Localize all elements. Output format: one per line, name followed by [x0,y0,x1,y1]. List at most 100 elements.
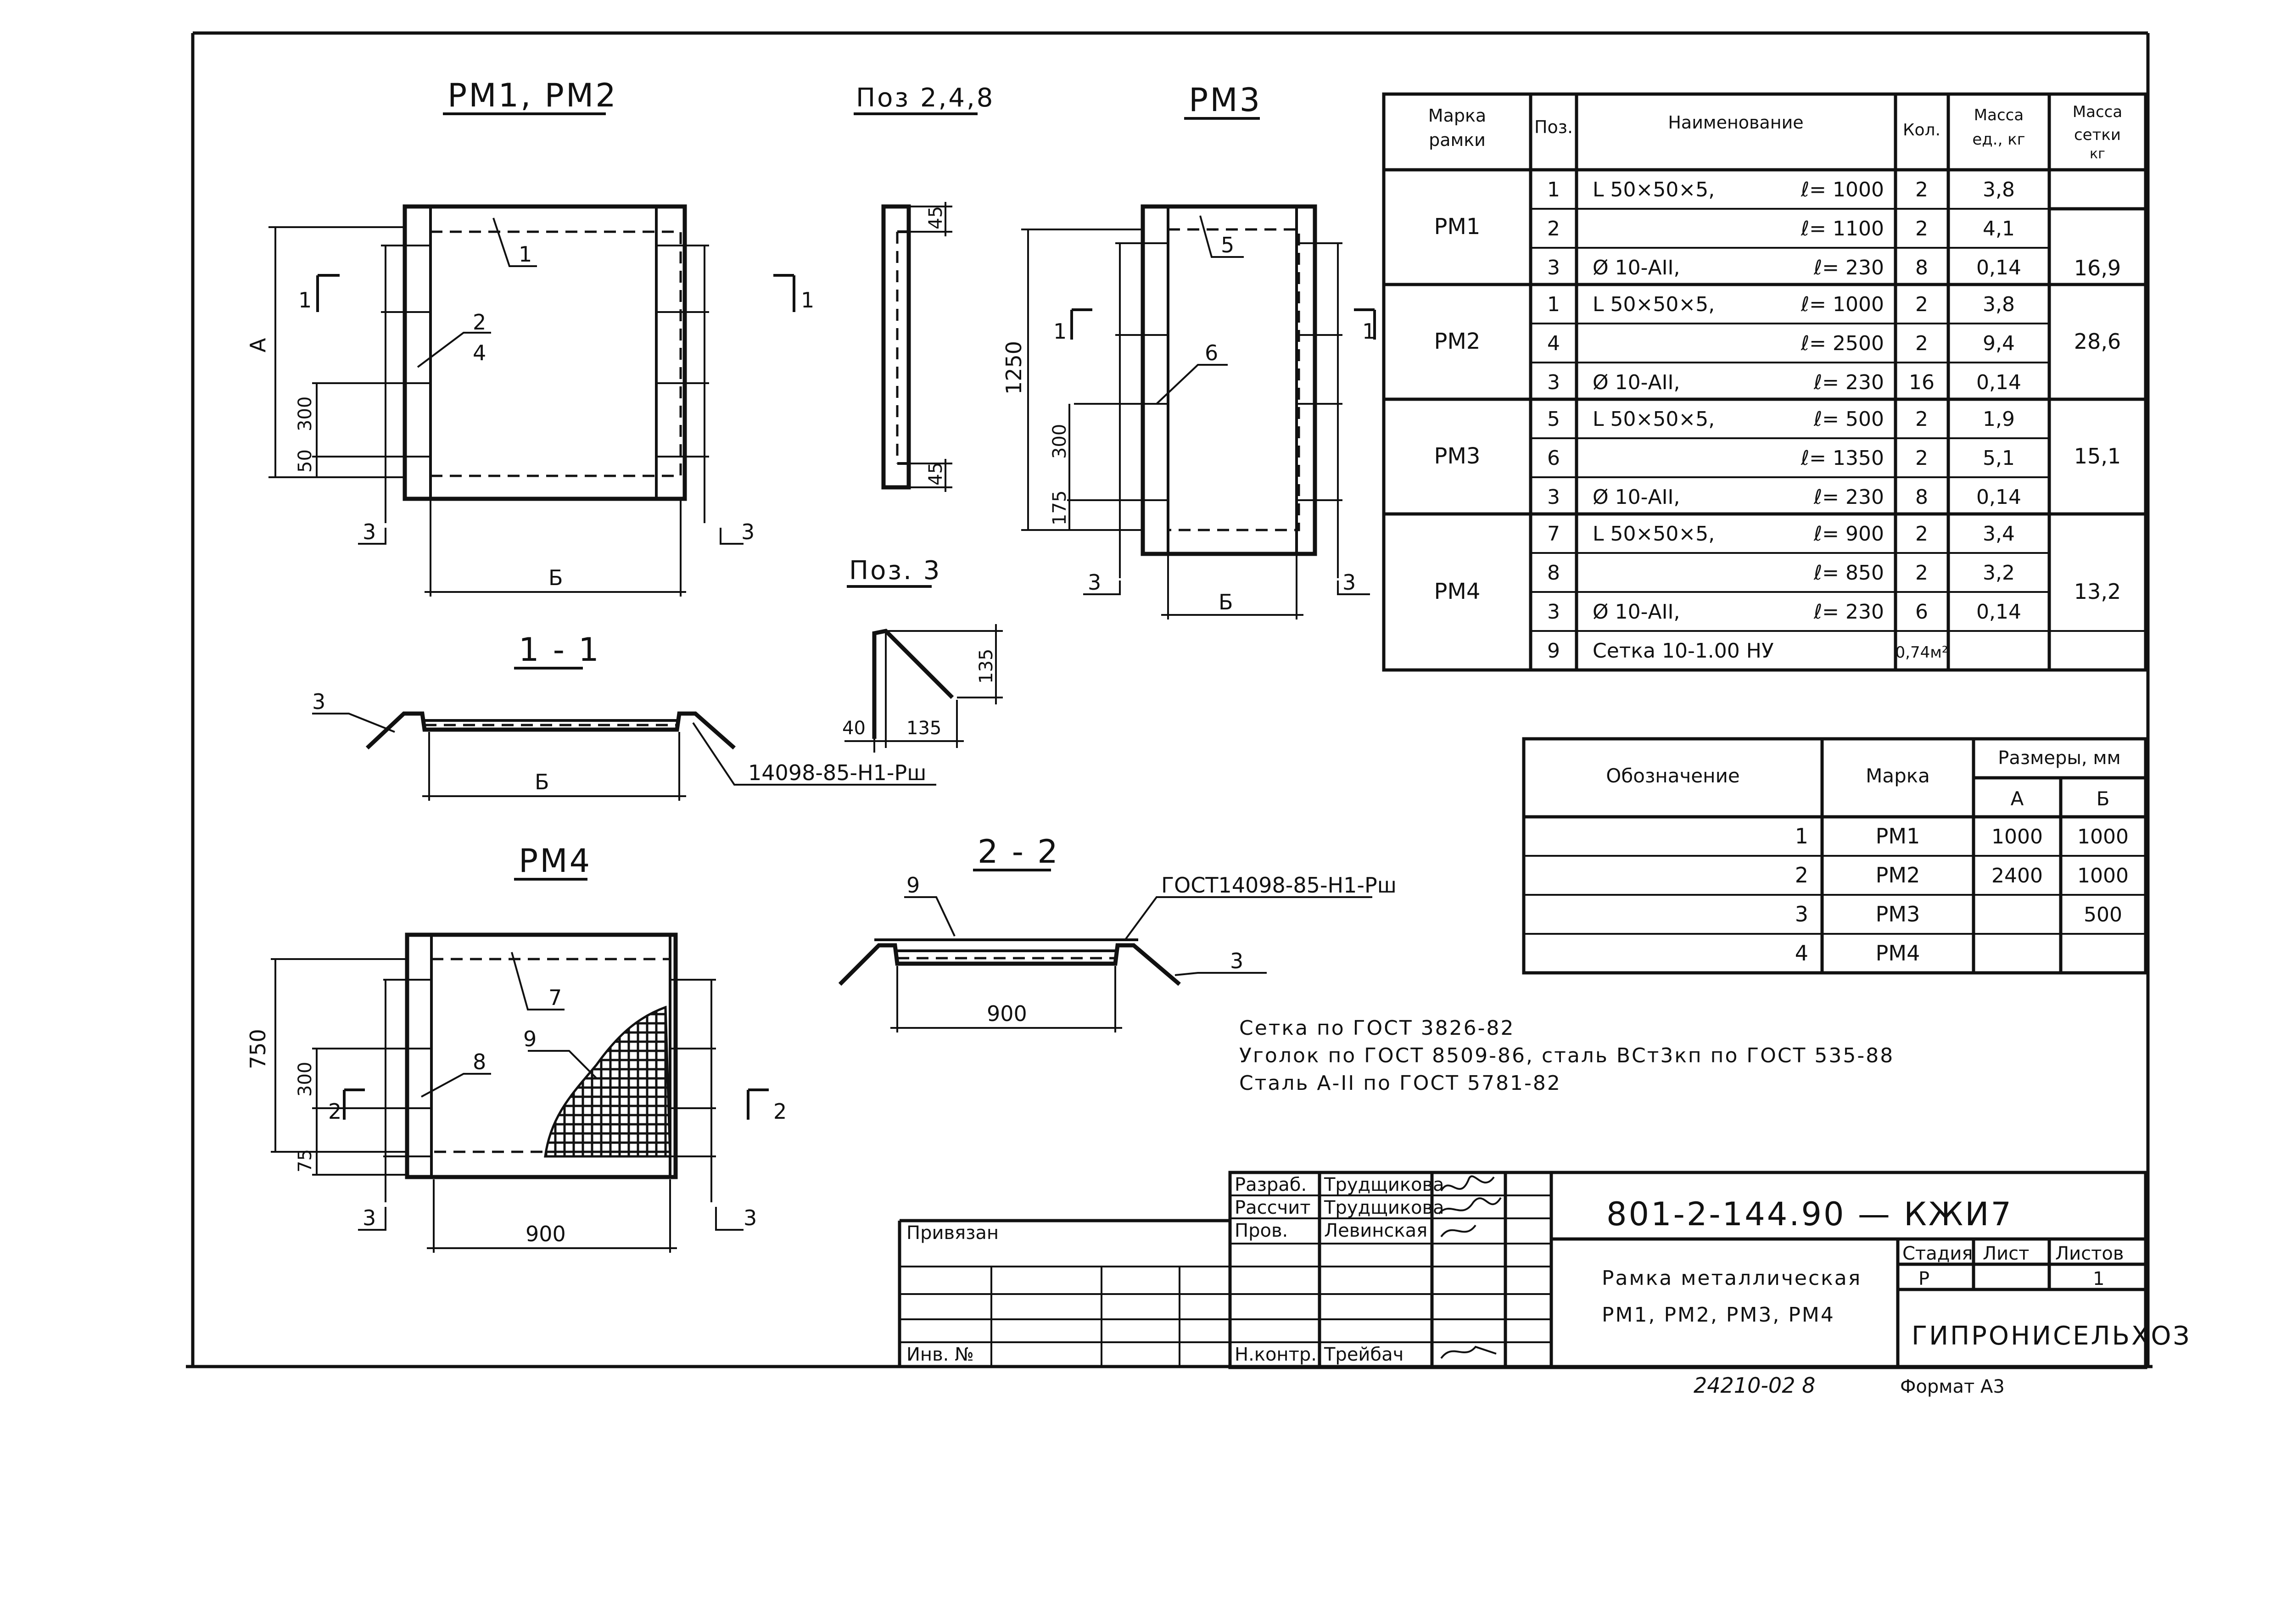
spec-name: L 50×50×5, [1593,293,1715,316]
size-header-designation: Обозначение [1606,765,1739,787]
spec-unit-mass: 1,9 [1983,407,2015,431]
pos-3-label-left: 3 [363,519,376,544]
dim-1250: 1250 [1001,341,1026,395]
spec-length: ℓ= 500 [1813,407,1884,431]
spec-unit-mass: 0,14 [1976,371,2021,394]
pos-9-label: 9 [523,1027,537,1051]
spec-name: L 50×50×5, [1593,522,1715,546]
spec-pos: 8 [1547,561,1560,585]
spec-pos: 3 [1547,256,1560,279]
view-title-rm3: РМ3 [1189,81,1262,119]
spec-pos: 6 [1547,446,1560,470]
dim-300-rm12: 300 [295,396,316,431]
dim-300-rm4: 300 [295,1062,316,1097]
view-poz-3: Поз. 3 40 135 135 [842,556,1003,753]
pos-3-label-section22: 3 [1230,949,1243,973]
stage-header: Стадия [1902,1243,1973,1264]
view-poz-2-4-8: Поз 2,4,8 45 45 [854,83,995,492]
section-1-1: 1 - 1 Б 3 14098-85-Н1-Рш [312,631,936,801]
size-row-a: 1000 [1991,825,2043,848]
size-row-b: 500 [2084,903,2122,926]
spec-unit-mass: 0,14 [1976,600,2021,624]
spec-qty: 2 [1915,561,1928,585]
name-norm-control: Трейбач [1324,1344,1404,1365]
spec-unit-mass: 4,1 [1983,217,2015,240]
weld-note-2-2: ГОСТ14098-85-Н1-Рш [1161,873,1397,898]
notes: Сетка по ГОСТ 3826-82 Уголок по ГОСТ 850… [1239,1016,1894,1095]
spec-unit-mass: 3,8 [1983,178,2015,201]
size-row-a: 2400 [1991,864,2043,887]
size-row-mark: РМ4 [1876,941,1920,965]
spec-mark-РМ3: РМ3 [1434,443,1481,469]
section-title-1-1: 1 - 1 [519,631,601,669]
dim-900-section22: 900 [987,1001,1027,1026]
spec-unit-mass: 0,14 [1976,256,2021,279]
dim-135-horizontal: 135 [906,718,941,739]
spec-unit-mass: 5,1 [1983,446,2015,470]
spec-qty: 16 [1909,371,1935,394]
note-1: Сетка по ГОСТ 3826-82 [1239,1016,1515,1040]
weld-note-1-1: 14098-85-Н1-Рш [748,760,926,785]
size-header-mark: Марка [1866,765,1930,787]
spec-mark-РМ4: РМ4 [1434,579,1481,604]
dim-900-rm4: 900 [526,1222,566,1246]
spec-header-mesh-2: сетки [2074,126,2121,144]
cut-1-rm3-right: 1 [1362,319,1376,344]
dim-40: 40 [842,718,866,739]
spec-mass-РМ4: 13,2 [2074,579,2121,604]
pos-6-label: 6 [1205,340,1218,365]
spec-name: Сетка 10-1.00 НУ [1593,639,1774,663]
note-2: Уголок по ГОСТ 8509-86, сталь ВСт3кп по … [1239,1044,1894,1067]
spec-header-mark-2: рамки [1429,130,1486,150]
cut-1-rm3-left: 1 [1053,319,1067,344]
spec-length: ℓ= 850 [1813,561,1884,585]
spec-pos: 5 [1547,407,1560,431]
spec-header-mesh-1: Масса [2073,103,2122,121]
organization: ГИПРОНИСЕЛЬХОЗ [1912,1321,2191,1351]
spec-header-unit-1: Масса [1974,106,2024,124]
size-row-number: 3 [1795,902,1808,926]
inv-label: Инв. № [906,1344,974,1365]
cut-1-left: 1 [298,288,312,313]
pos-3-label-rm4-right: 3 [744,1205,757,1230]
spec-pos: 1 [1547,293,1560,316]
spec-qty: 2 [1915,407,1928,431]
spec-pos: 3 [1547,371,1560,394]
spec-qty: 2 [1915,332,1928,355]
role-calculated: Рассчит [1235,1197,1311,1218]
size-header-sizes: Размеры, мм [1998,748,2120,769]
view-title-poz248: Поз 2,4,8 [856,83,995,113]
spec-name: Ø 10-АII, [1593,600,1680,624]
pos-3-label-rm3-left: 3 [1088,570,1101,595]
pos-3-label-rm3-right: 3 [1342,570,1356,595]
spec-mass-РМ1: 16,9 [2074,256,2121,280]
role-developer: Разраб. [1235,1174,1307,1195]
spec-header-mesh-3: кг [2090,146,2105,162]
sheets-value: 1 [2093,1268,2104,1289]
size-row-mark: РМ2 [1876,863,1920,887]
pos-3-label-right: 3 [741,519,755,544]
spec-qty: 2 [1915,522,1928,546]
spec-qty: 2 [1915,293,1928,316]
spec-unit-mass: 0,14 [1976,486,2021,509]
spec-pos: 3 [1547,486,1560,509]
spec-length: ℓ= 230 [1813,256,1884,279]
dim-45-bottom: 45 [925,462,946,486]
pos-3-label-rm4-left: 3 [363,1205,376,1230]
view-title-rm4: РМ4 [519,842,592,880]
spec-header-name: Наименование [1668,112,1803,133]
size-row-b: 1000 [2077,825,2129,848]
cut-1-right: 1 [801,288,814,313]
drawing-code: 801-2-144.90 — КЖИ7 [1606,1195,2013,1233]
title-block: Привязан Инв. № Разраб. Трудщикова Рассч… [898,1171,2191,1398]
spec-mark-РМ1: РМ1 [1434,214,1481,240]
spec-length: ℓ= 1000 [1801,293,1884,316]
dim-b-rm3: Б [1219,590,1233,614]
mesh-fill [544,1005,671,1158]
spec-qty: 6 [1915,600,1928,624]
note-3: Сталь А-II по ГОСТ 5781-82 [1239,1072,1561,1095]
view-rm4: РМ4 750 300 [246,842,787,1253]
pos-1-label: 1 [519,242,532,267]
pos-8-label: 8 [473,1049,486,1074]
